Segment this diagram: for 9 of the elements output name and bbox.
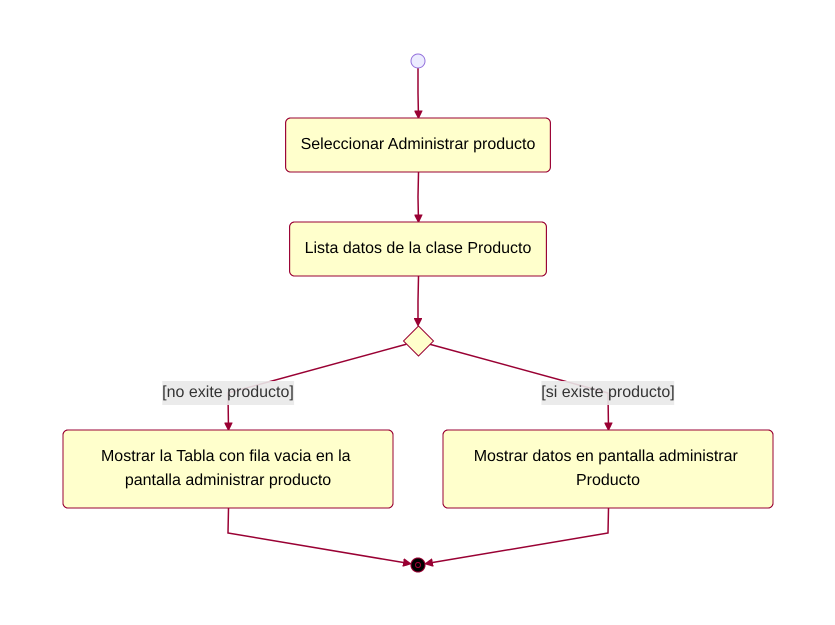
node-circle xyxy=(410,53,425,68)
edge-label: [si existe producto] xyxy=(540,384,674,400)
node-diamond xyxy=(402,324,434,356)
arrow xyxy=(413,68,422,118)
arrow xyxy=(424,508,609,566)
arrow xyxy=(226,508,411,566)
arrow xyxy=(413,276,422,326)
edge-label: [no exite producto] xyxy=(162,384,294,400)
arrow xyxy=(413,172,422,222)
